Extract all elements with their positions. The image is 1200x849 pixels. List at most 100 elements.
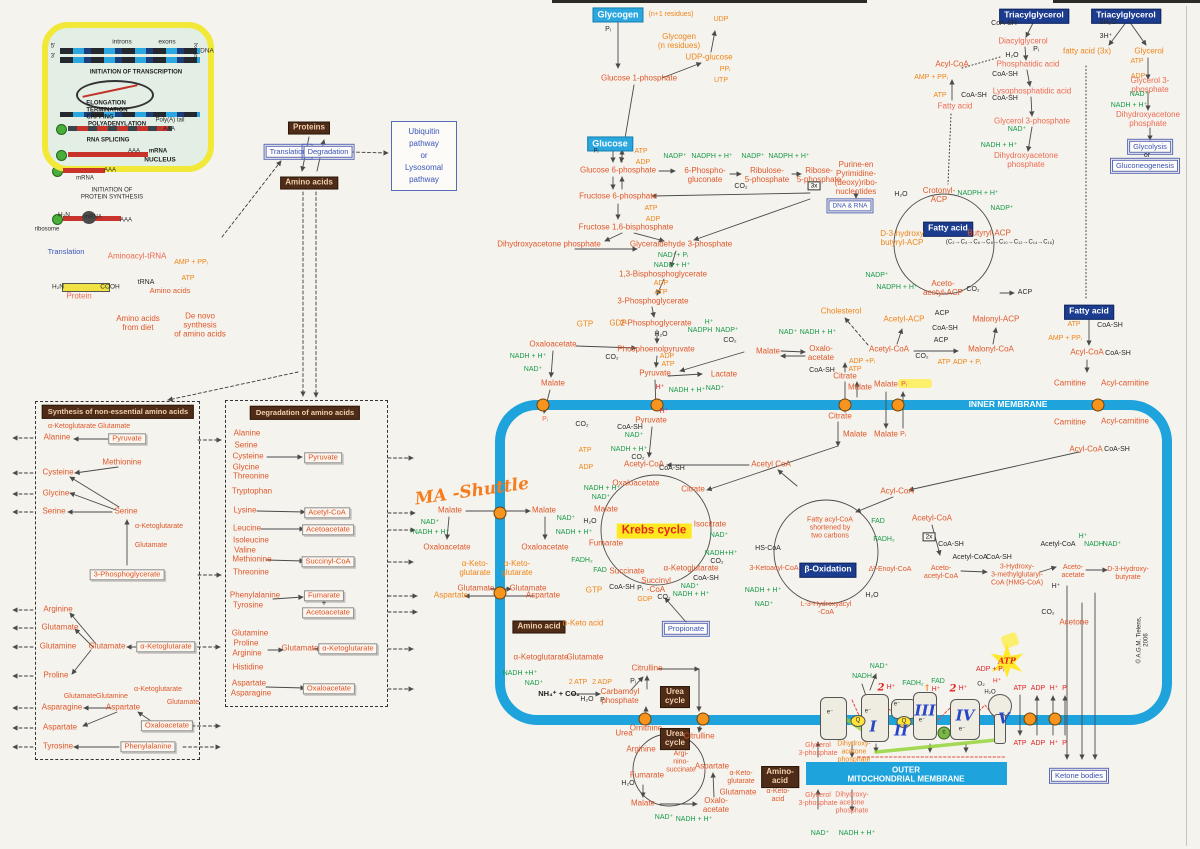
diagram-label: H⁺: [655, 384, 665, 392]
diagram-label: Acyl-CoA: [935, 59, 969, 69]
diagram-label: NADP⁺: [663, 153, 687, 161]
diagram-label: Ketone bodies: [1049, 767, 1109, 785]
diagram-label: Aspartate: [433, 590, 469, 600]
membrane-transporter-dot: [638, 712, 652, 726]
diagram-label: Carnitine: [1053, 417, 1087, 427]
diagram-label: Leucine: [232, 523, 262, 533]
diagram-label: Triacylglycerol: [999, 8, 1069, 24]
diagram-label: tRNA: [137, 279, 155, 287]
diagram-label: α-Keto- acid: [766, 788, 790, 803]
connector: [1025, 20, 1035, 38]
diagram-label: CoA-SH: [992, 95, 1018, 103]
nucleus-graphic: [42, 22, 214, 172]
diagram-label: c: [942, 729, 946, 736]
diagram-label: Glycerol 3-phosphate: [1130, 76, 1170, 94]
membrane-transporter-dot: [1091, 398, 1105, 412]
diagram-label: Pyruvate: [639, 368, 671, 378]
diagram-label: Butyryl-ACP: [967, 228, 1011, 238]
diagram-label: Acetyl-CoA: [952, 554, 988, 562]
diagram-label: NAD⁺: [705, 385, 725, 393]
diagram-label: 2 ADP: [592, 679, 612, 687]
diagram-label: Dihydroxyacetone phosphate: [497, 239, 601, 249]
diagram-label: Acyl-CoA: [1070, 347, 1104, 357]
diagram-label: 3-Ketoacyl-CoA: [749, 565, 799, 573]
diagram-label: Acetyl-ACP: [883, 314, 925, 324]
diagram-label: Succinate: [609, 566, 645, 576]
diagram-label: Glutamate: [88, 641, 126, 651]
connector: [653, 355, 660, 368]
diagram-label: ATP: [1013, 685, 1027, 693]
diagram-label: 3x: [807, 181, 821, 191]
diagram-label: NADH + H⁺: [980, 142, 1018, 150]
diagram-label: Dihydroxyacetone phosphate: [1115, 110, 1181, 128]
diagram-label: CO₂: [966, 286, 980, 294]
outer-membrane-banner: [806, 762, 1007, 785]
diagram-label: e⁻: [893, 701, 901, 708]
diagram-label: CO₂: [723, 337, 737, 345]
diagram-label: UDP: [713, 16, 729, 24]
transcription-bubble: [76, 80, 154, 110]
diagram-label: IV: [955, 706, 975, 725]
diagram-label: NAD⁺: [1102, 541, 1122, 549]
diagram-label: Acetoacetate: [302, 607, 354, 619]
diagram-label: Isocitrate: [693, 519, 727, 529]
diagram-label: Translation: [47, 246, 85, 256]
diagram-label: Lysophosphatidic acid: [992, 86, 1072, 96]
diagram-label: AAA: [127, 148, 141, 155]
diagram-label: Glutamate: [134, 542, 168, 550]
diagram-label: NAD⁺: [624, 432, 644, 440]
connector: [874, 738, 998, 754]
connector: [1026, 69, 1032, 87]
diagram-label: Glycolysis: [1127, 138, 1173, 156]
diagram-label: NADP⁺: [741, 153, 765, 161]
connector: [777, 469, 798, 487]
diagram-label: 6-Phospho- gluconate: [684, 166, 726, 184]
diagram-label: CoA-SH: [693, 575, 719, 583]
diagram-label: INITIATION OF PROTEIN SYNTHESIS: [80, 187, 144, 200]
etc-complex: [950, 699, 980, 740]
diagram-label: NADH: [852, 673, 872, 681]
diagram-label: Glycerol 3-phosphate: [798, 792, 838, 807]
diagram-label: ATP: [634, 148, 648, 156]
diagram-label: TERMINATION: [86, 107, 128, 114]
diagram-label: Pᵢ: [630, 678, 636, 686]
membrane-transporter-dot: [1048, 712, 1062, 726]
connector: [1026, 126, 1033, 152]
connector: [651, 192, 811, 199]
diagram-label: Acetone: [1059, 617, 1089, 627]
membrane-transporter-dot: [493, 586, 507, 600]
diagram-label: NAD⁺: [524, 680, 544, 688]
diagram-label: Dihydroxyacetone phosphate: [993, 151, 1059, 169]
diagram-label: Ribose- 5-phosphate: [796, 166, 842, 184]
diagram-label: H₂N: [52, 283, 64, 291]
diagram-label: Amino acids: [149, 285, 191, 295]
diagram-label: I: [869, 717, 877, 736]
diagram-label: NADPH + H⁺: [691, 153, 733, 161]
diagram-label: e⁻: [958, 726, 966, 733]
diagram-label: H⁺: [1049, 685, 1059, 693]
diagram-label: Pᵢ: [1033, 46, 1039, 54]
diagram-label: Cysteine: [42, 467, 74, 477]
diagram-label: Fumarate: [588, 538, 624, 548]
diagram-label: FADH₂: [902, 680, 924, 688]
diagram-label: NADH: [1084, 541, 1104, 549]
diagram-label: Phenylalanine: [120, 741, 176, 753]
diagram-label: INITIATION OF TRANSCRIPTION: [89, 69, 183, 76]
diagram-label: Pᵢ: [605, 26, 611, 34]
diagram-label: COOH: [100, 283, 120, 291]
diagram-label: Ribulose- 5-phosphate: [744, 166, 790, 184]
connector: [656, 278, 665, 296]
diagram-label: H⁺: [1049, 740, 1059, 748]
diagram-label: Threonine: [232, 567, 270, 577]
diagram-label: NAD⁺: [869, 663, 889, 671]
diagram-label: Oxalo- acetate: [702, 796, 730, 814]
diagram-label: NADH + H⁺: [509, 353, 547, 361]
diagram-label: Crotonyl- ACP: [922, 186, 956, 204]
diagram-label: Phosphatidic acid: [996, 59, 1060, 69]
diagram-label: CO₂: [575, 421, 589, 429]
diagram-label: ACP: [934, 310, 950, 318]
diagram-label: CoA-SH: [991, 20, 1017, 28]
diagram-label: AAA: [103, 167, 117, 174]
diagram-label: NAD⁺: [754, 601, 774, 609]
connector: [272, 594, 304, 601]
